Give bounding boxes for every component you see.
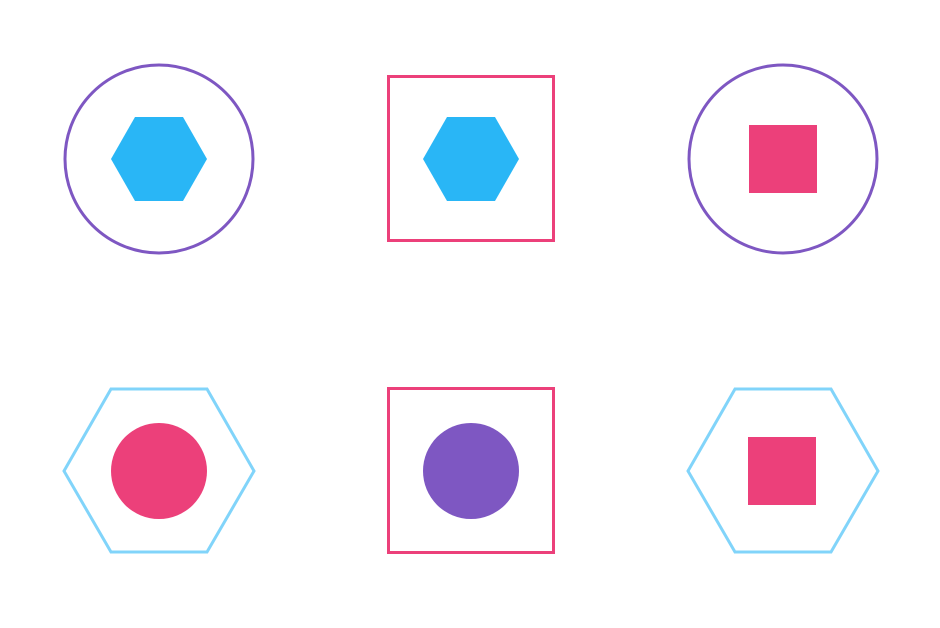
outer-circle-outline [63,63,255,255]
outer-hexagon-outline [686,387,880,554]
tile-square-circle [387,387,555,554]
tile-hexagon-square [686,387,880,554]
outer-square-outline [387,387,555,554]
inner-circle-fill [423,423,519,519]
inner-circle-fill [111,423,207,519]
outer-square-outline [387,75,555,242]
inner-square-fill [749,125,817,193]
outer-hexagon-outline [62,387,256,554]
outer-circle-outline [687,63,879,255]
inner-hexagon-fill [423,117,519,201]
inner-square-fill [748,437,816,505]
tile-circle-hexagon [63,63,255,255]
tile-hexagon-circle [62,387,256,554]
tile-circle-square [687,63,879,255]
tile-square-hexagon [387,75,555,242]
inner-hexagon-fill [111,117,207,201]
